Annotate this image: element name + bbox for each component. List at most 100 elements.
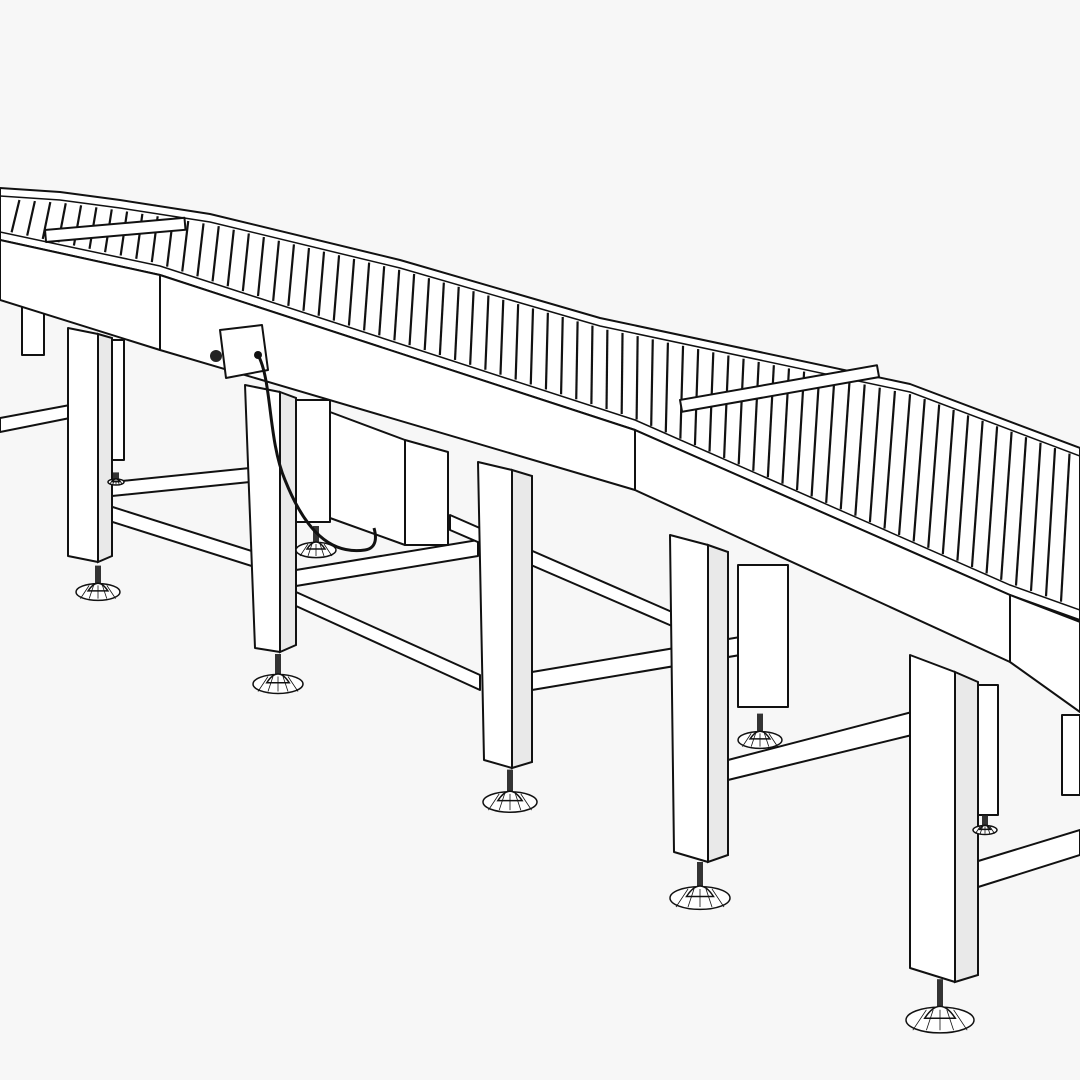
roller [302, 247, 311, 311]
roller [868, 387, 881, 523]
stretcher [0, 404, 71, 433]
roller-guard [679, 364, 881, 413]
roller [985, 426, 999, 574]
leveling-foot [972, 815, 998, 836]
back-legs [21, 299, 1080, 816]
roller [1029, 442, 1042, 591]
foot-mesh-line [118, 479, 123, 485]
roller [650, 339, 654, 426]
roller [825, 377, 836, 503]
foot-mesh-line [764, 733, 770, 747]
leg-side [511, 468, 533, 770]
foot-screw [95, 565, 101, 586]
foot-screw [937, 979, 943, 1010]
roller [26, 200, 36, 236]
control-box [210, 324, 377, 553]
roller [469, 291, 475, 365]
foot-mesh-line [987, 826, 991, 834]
stretcher [974, 829, 1080, 889]
foot-mesh-line [515, 793, 522, 811]
roller [529, 308, 535, 385]
stretcher [111, 467, 251, 497]
roller [737, 358, 745, 465]
leg [909, 654, 956, 983]
roller [362, 262, 371, 331]
roller [438, 282, 445, 356]
leg [737, 564, 789, 708]
foot-mesh-line [488, 793, 500, 811]
roller [544, 312, 549, 390]
roller [810, 374, 821, 497]
roller [1000, 431, 1013, 580]
electrical-cabinet [329, 411, 449, 546]
roller [1059, 453, 1071, 602]
foot-screw [757, 713, 763, 734]
roller [41, 201, 52, 240]
roller [378, 266, 386, 336]
roller [211, 226, 220, 282]
roller [256, 236, 265, 297]
foot-mesh-line [946, 1009, 954, 1031]
roller [332, 255, 341, 321]
leg-side [279, 390, 297, 654]
front-rail-inner [0, 231, 1080, 611]
side-rail-segment [1009, 594, 1080, 713]
power-cable [256, 354, 377, 553]
roller [408, 273, 416, 346]
conveyor-bed [0, 187, 1080, 713]
roller [679, 345, 685, 439]
leg-side [97, 332, 113, 564]
roller-guard [44, 216, 187, 243]
roller [897, 394, 912, 536]
leveling-foot [75, 565, 121, 602]
roller [883, 390, 897, 529]
leg [669, 534, 709, 863]
foot-screw [113, 472, 119, 480]
roller [1014, 437, 1028, 586]
roller [620, 332, 624, 414]
roller [722, 355, 730, 459]
foot-mesh-line [912, 1009, 927, 1031]
roller [181, 220, 190, 272]
foot-mesh-line [117, 479, 120, 485]
roller [575, 321, 579, 400]
leveling-foot [905, 979, 975, 1034]
leveling-foot [295, 526, 337, 559]
foot-mesh-line [498, 793, 505, 811]
roller [956, 415, 970, 561]
leveling-foot [252, 654, 304, 695]
roller [970, 420, 984, 568]
roller [347, 258, 356, 326]
leg [1061, 714, 1080, 796]
leveling-foot [669, 862, 731, 911]
leg [244, 384, 281, 653]
foot-mesh-line [307, 543, 313, 557]
foot-mesh-line [287, 676, 299, 692]
foot-mesh-line [768, 733, 778, 747]
roller [226, 229, 235, 287]
foot-mesh-line [687, 888, 695, 908]
leg-side [954, 670, 979, 984]
foot-mesh-line [257, 676, 269, 692]
roller [664, 342, 670, 433]
cabinet-front [329, 411, 406, 546]
stretcher [295, 591, 481, 691]
foot-mesh-line [742, 733, 752, 747]
foot-mesh-line [675, 888, 689, 908]
roller [10, 199, 21, 233]
roller [1044, 448, 1057, 597]
roller [927, 404, 941, 548]
roller [272, 240, 280, 302]
foot-mesh-line [267, 676, 274, 692]
foot-mesh-line [102, 585, 108, 599]
foot-mesh-line [112, 479, 115, 485]
foot-mesh-line [282, 676, 289, 692]
roller [499, 299, 505, 375]
roller [393, 269, 401, 341]
foot-screw [275, 654, 281, 677]
leveling-feet [75, 472, 998, 1034]
control-box-body [219, 324, 269, 379]
roller [912, 398, 926, 542]
foot-mesh-line [705, 888, 713, 908]
